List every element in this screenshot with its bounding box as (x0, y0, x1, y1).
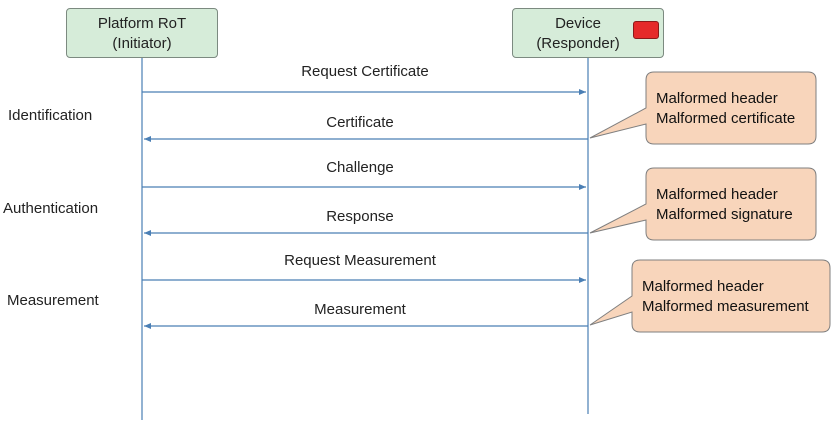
message-label-measurement: Measurement (314, 301, 406, 318)
callout-measurement-text: Malformed header Malformed measurement (642, 277, 809, 317)
message-label-request-measurement: Request Measurement (284, 252, 436, 269)
callout-certificate-text: Malformed header Malformed certificate (656, 89, 795, 129)
initiator-participant-box: Platform RoT (Initiator) (66, 8, 218, 58)
message-label-certificate: Certificate (326, 114, 394, 131)
initiator-name: Platform RoT (97, 15, 187, 32)
callout-response-line2: Malformed signature (656, 206, 793, 223)
message-label-challenge: Challenge (326, 159, 394, 176)
red-flag-icon (633, 21, 659, 39)
responder-role: (Responder) (536, 35, 620, 52)
callout-measurement-line2: Malformed measurement (642, 298, 809, 315)
phase-authentication: Authentication (3, 200, 99, 217)
callout-certificate-bubble (589, 71, 817, 145)
message-label-request-certificate: Request Certificate (301, 63, 429, 80)
callout-certificate-line2: Malformed certificate (656, 110, 796, 127)
callout-measurement-line1: Malformed header (642, 278, 764, 295)
phase-measurement: Measurement (7, 292, 99, 309)
responder-name: Device (555, 15, 601, 32)
callout-response-bubble (589, 167, 817, 241)
callout-measurement-bubble (589, 259, 831, 333)
message-label-response: Response (326, 208, 394, 225)
phase-identification: Identification (8, 107, 93, 124)
callout-response-line1: Malformed header (656, 186, 778, 203)
responder-participant-box: Device (Responder) (512, 8, 664, 58)
callout-certificate-line1: Malformed header (656, 90, 778, 107)
initiator-role: (Initiator) (112, 35, 172, 52)
callout-response-text: Malformed header Malformed signature (656, 185, 793, 225)
